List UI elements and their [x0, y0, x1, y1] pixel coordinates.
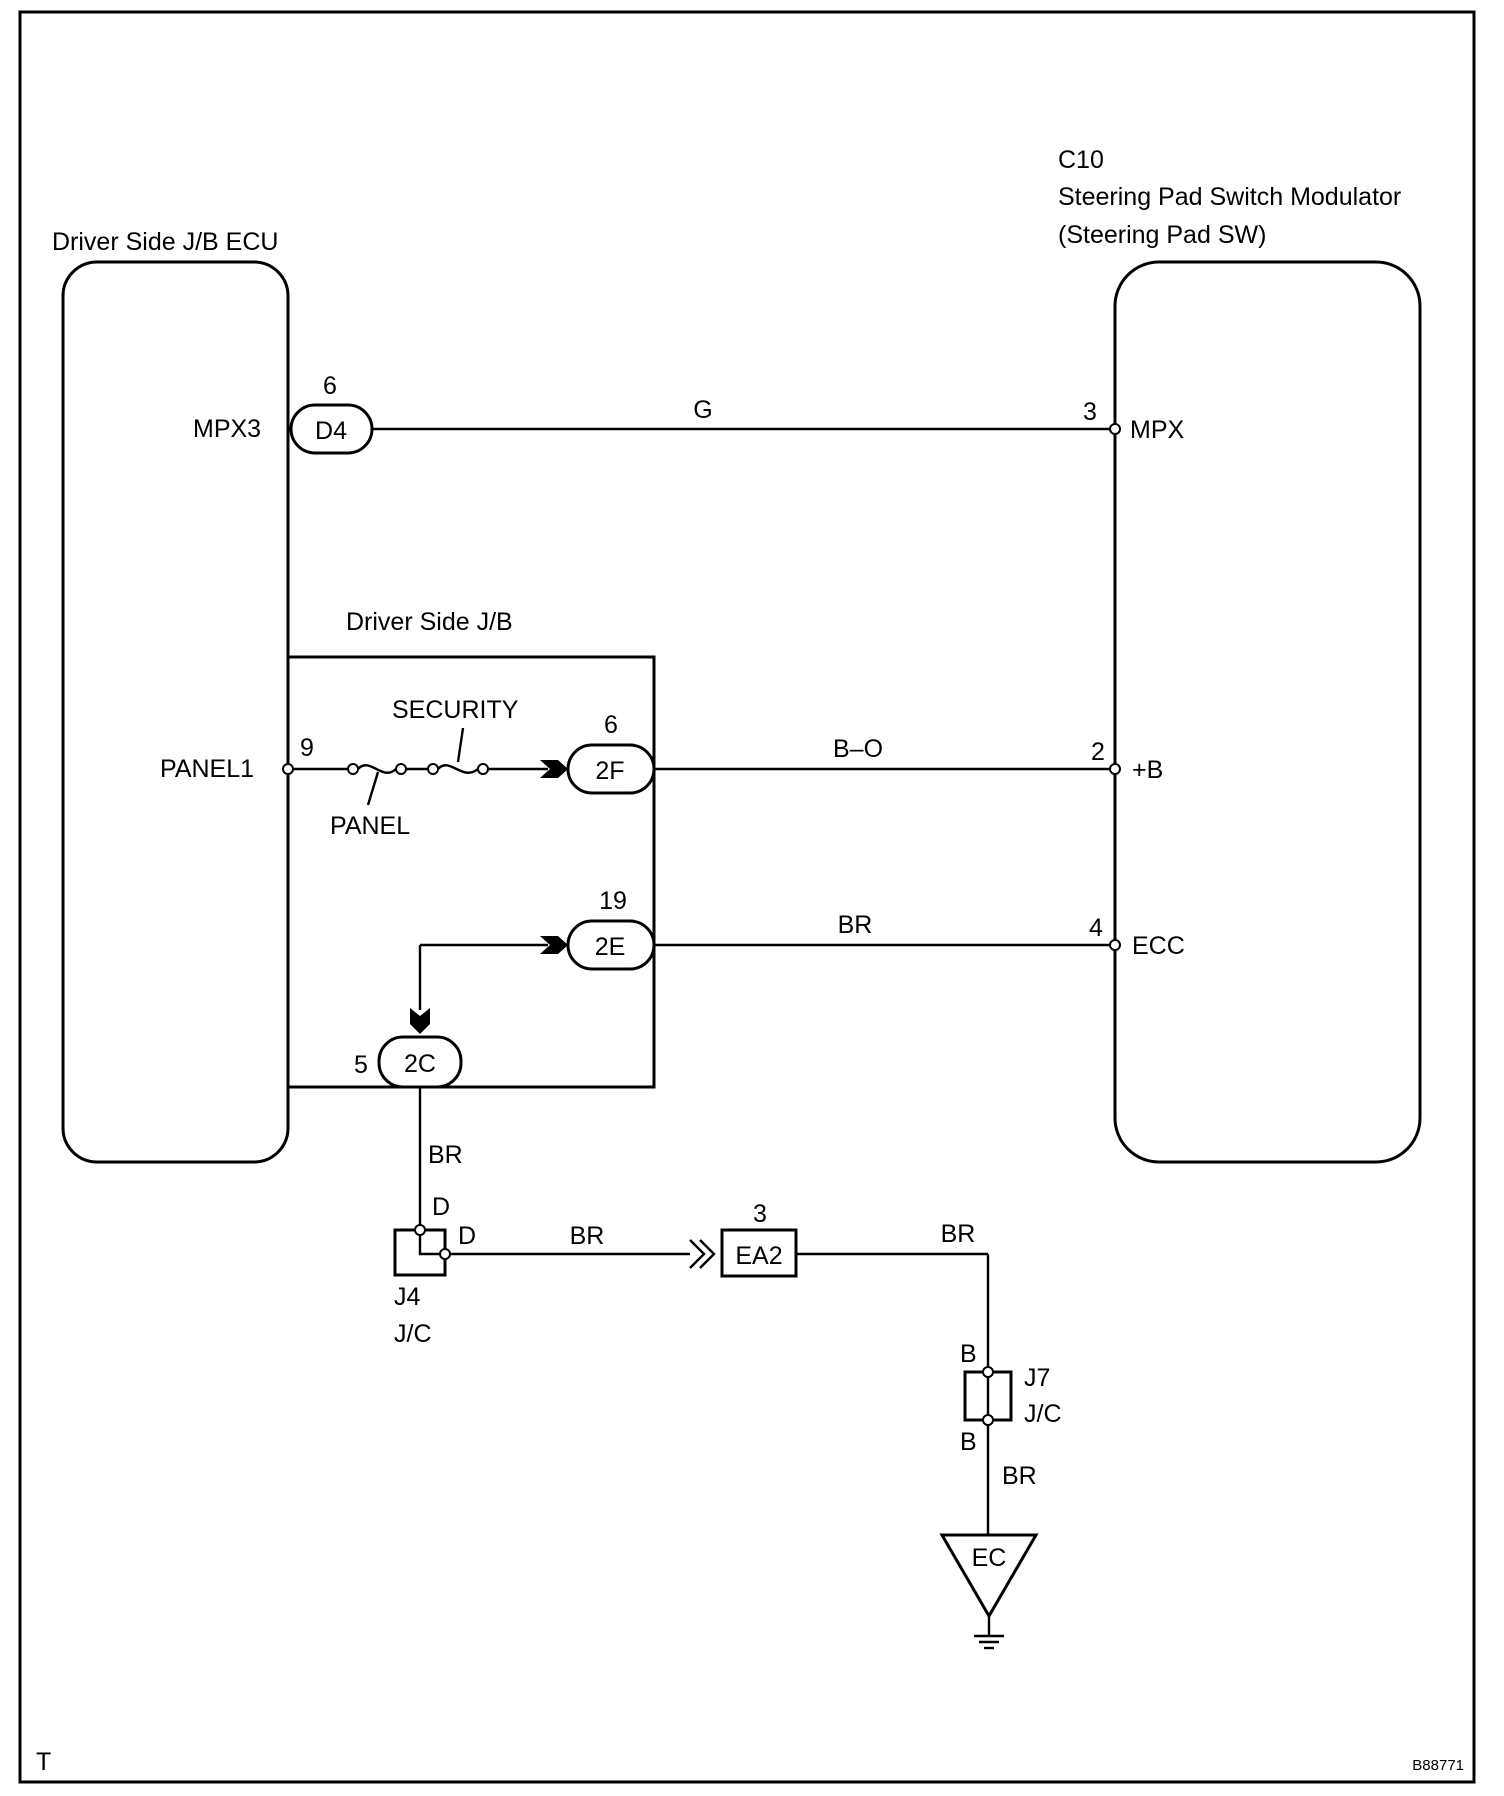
modulator-terminal-mpx: MPX	[1130, 416, 1185, 444]
connector-d4	[289, 403, 374, 455]
j7-pin-top-dot	[982, 1366, 994, 1378]
fuse-security-leader	[456, 727, 465, 763]
modulator-pin-b-dot	[1109, 763, 1121, 775]
ground-point	[939, 1533, 1039, 1619]
fuse-security-contact-a	[427, 763, 439, 775]
fuse-panel-contact-a	[347, 763, 359, 775]
modulator-pin-ecc: 4	[1089, 914, 1103, 942]
wire-ground2-color: BR	[570, 1222, 605, 1250]
j7-name: J7	[1024, 1364, 1050, 1392]
wire-mpx-color: G	[693, 396, 712, 424]
connector-d4-pin: 6	[323, 372, 337, 400]
modulator-pin-ecc-dot	[1109, 939, 1121, 951]
j7-type: J/C	[1024, 1400, 1062, 1428]
connector-ea2-pin: 3	[753, 1200, 767, 1228]
j7-pin-top: B	[960, 1340, 977, 1368]
wire-b-color: B–O	[833, 735, 883, 763]
connector-2c-label: 2C	[404, 1050, 436, 1078]
connector-2f-label: 2F	[595, 757, 624, 785]
j4-pin-top-dot	[414, 1224, 426, 1236]
modulator-terminal-ecc: ECC	[1132, 932, 1185, 960]
j4-type: J/C	[394, 1320, 432, 1348]
j4-name: J4	[394, 1283, 421, 1311]
wire-ground4-color: BR	[1002, 1462, 1037, 1490]
ecu-body	[61, 260, 290, 1164]
connector-d4-label: D4	[315, 417, 347, 445]
jb-body	[286, 655, 656, 1089]
modulator-name: Steering Pad Switch Modulator	[1058, 183, 1401, 211]
fuse-security-label: SECURITY	[392, 696, 519, 724]
connector-2f-arrow	[540, 760, 568, 778]
jb-pin-panel1: 9	[300, 734, 314, 762]
connector-2e-arrow	[540, 936, 568, 954]
connector-2f-pin: 6	[604, 711, 618, 739]
fuse-panel-link	[357, 764, 397, 774]
j4-pin-right-dot	[439, 1248, 451, 1260]
connector-2c-arrow	[410, 1008, 430, 1034]
diagram-frame	[18, 10, 1476, 1784]
connector-2c-pin: 5	[354, 1051, 368, 1079]
modulator-pin-mpx-dot	[1109, 423, 1121, 435]
fuse-panel-contact-b	[395, 763, 407, 775]
fuse-security-contact-b	[477, 763, 489, 775]
modulator-code: C10	[1058, 146, 1104, 174]
figure-code: B88771	[1412, 1757, 1464, 1774]
modulator-pin-b: 2	[1091, 738, 1105, 766]
corner-mark: T	[36, 1748, 51, 1776]
wire-ecc-color: BR	[838, 911, 873, 939]
connector-ea2-arrow	[689, 1239, 716, 1269]
ecu-title: Driver Side J/B ECU	[52, 228, 278, 256]
j4-pin-top: D	[432, 1193, 450, 1221]
ecu-terminal-panel1: PANEL1	[160, 755, 254, 783]
connector-2e-label: 2E	[595, 933, 626, 961]
ground-point-label: EC	[972, 1544, 1007, 1572]
connector-ea2-label: EA2	[735, 1242, 782, 1270]
connector-2e-pin: 19	[599, 887, 627, 915]
modulator-pin-mpx: 3	[1083, 398, 1097, 426]
j4-pin-right: D	[458, 1222, 476, 1250]
fuse-panel-label: PANEL	[330, 812, 410, 840]
fuse-security-link	[437, 764, 479, 774]
ecu-terminal-mpx3: MPX3	[193, 415, 261, 443]
modulator-terminal-b: +B	[1132, 756, 1163, 784]
wire-ground3-color: BR	[941, 1220, 976, 1248]
fuse-panel-leader	[366, 771, 380, 806]
j7-pin-bottom-dot	[982, 1414, 994, 1426]
wire-ground1-color: BR	[428, 1141, 463, 1169]
ground-icon	[974, 1634, 1004, 1650]
modulator-subname: (Steering Pad SW)	[1058, 221, 1266, 249]
j4-internal-link	[418, 1235, 440, 1256]
j7-pin-bottom: B	[960, 1428, 977, 1456]
ecu-pin-panel1-dot	[282, 763, 294, 775]
modulator-body	[1113, 260, 1422, 1164]
jb-title: Driver Side J/B	[346, 608, 513, 636]
